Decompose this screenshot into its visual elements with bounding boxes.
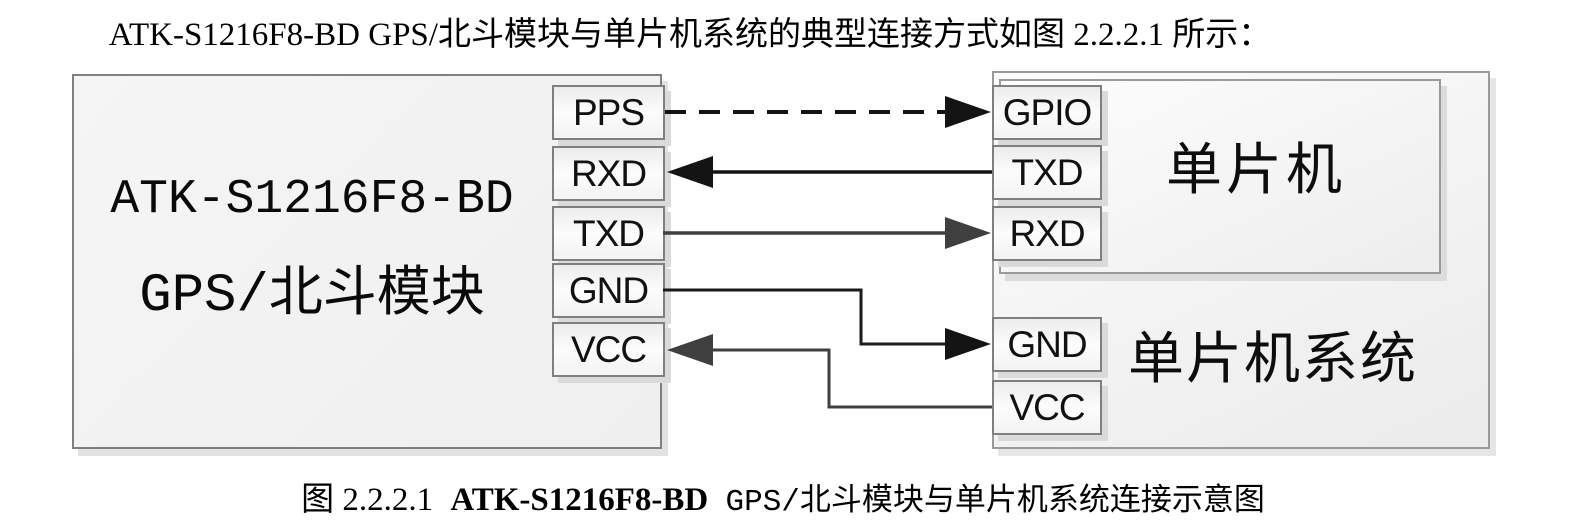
intro-text: ATK-S1216F8-BD GPS/北斗模块与单片机系统的典型连接方式如图 2… bbox=[108, 17, 1272, 53]
mcu-label: 单片机 bbox=[1166, 140, 1346, 202]
system-pin-vcc-label: VCC bbox=[1009, 386, 1085, 428]
mcu-pin-gpio-label: GPIO bbox=[1002, 91, 1093, 133]
mcu-pin-rxd: RXD bbox=[992, 206, 1102, 261]
mcu-pin-gpio: GPIO bbox=[992, 85, 1102, 140]
arrowhead-into-gpio bbox=[945, 96, 991, 128]
gps-pin-txd-label: TXD bbox=[573, 212, 645, 254]
gps-pin-pps-label: PPS bbox=[572, 91, 645, 133]
arrowhead-into-mcu-rxd bbox=[945, 217, 991, 249]
system-pin-vcc: VCC bbox=[992, 380, 1102, 435]
mcu-pin-txd-label: TXD bbox=[1011, 151, 1084, 193]
gps-pin-txd: TXD bbox=[552, 206, 665, 261]
caption-description: GPS/北斗模块与单片机系统连接示意图 bbox=[725, 485, 1265, 520]
caption-model-name: ATK-S1216F8-BD bbox=[450, 482, 709, 518]
gps-module-name-line2: GPS/北斗模块 bbox=[139, 266, 485, 327]
wire-gnd-to-gnd bbox=[663, 288, 946, 346]
system-pin-gnd: GND bbox=[992, 317, 1102, 372]
gps-pin-rxd: RXD bbox=[552, 146, 665, 201]
mcu-system-label: 单片机系统 bbox=[1128, 329, 1418, 391]
gps-pin-gnd-label: GND bbox=[568, 269, 649, 311]
system-pin-gnd-label: GND bbox=[1007, 323, 1087, 365]
mcu-pin-rxd-label: RXD bbox=[1009, 212, 1085, 254]
caption-figure-number: 图 2.2.2.1 bbox=[301, 482, 434, 518]
gps-module-name-line1: ATK-S1216F8-BD bbox=[110, 173, 514, 227]
arrowhead-into-gps-rxd bbox=[667, 156, 713, 188]
gps-pin-vcc: VCC bbox=[552, 322, 665, 377]
gps-pin-pps: PPS bbox=[552, 85, 665, 140]
gps-pin-rxd-label: RXD bbox=[570, 152, 647, 194]
arrowhead-into-gps-vcc bbox=[667, 334, 713, 366]
figure-caption: 图 2.2.2.1 ATK-S1216F8-BD GPS/北斗模块与单片机系统连… bbox=[0, 472, 1566, 520]
mcu-pin-txd: TXD bbox=[992, 145, 1102, 200]
gps-pin-gnd: GND bbox=[552, 263, 665, 318]
gps-pin-vcc-label: VCC bbox=[570, 328, 647, 370]
arrowhead-into-sys-gnd bbox=[945, 328, 991, 360]
wire-vcc-to-vcc bbox=[713, 348, 992, 409]
